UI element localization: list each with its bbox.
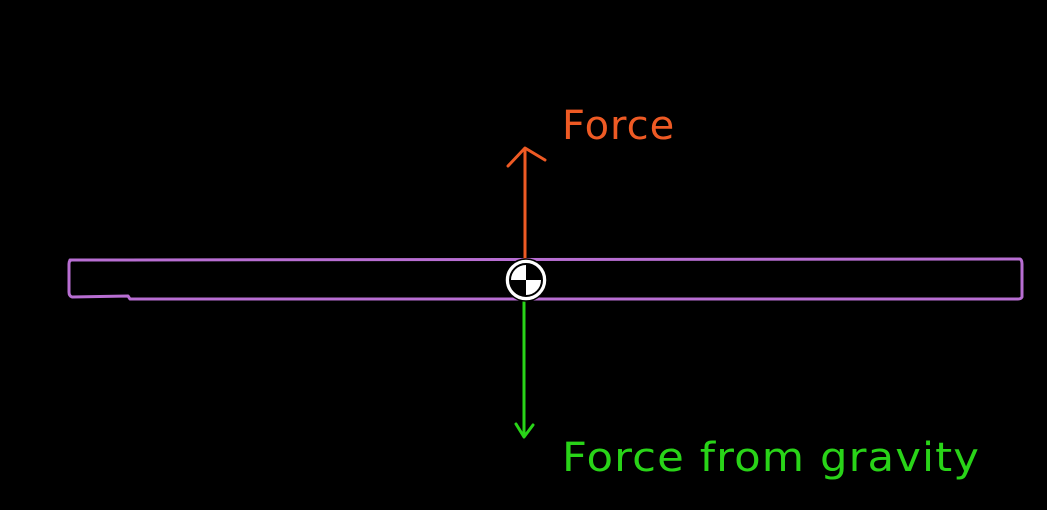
center-of-mass-ring (509, 263, 543, 297)
center-of-mass-icon (504, 258, 548, 302)
center-of-mass-quadrant-bottom-left (510, 280, 526, 296)
force-up-arrow (506, 146, 547, 260)
arrow-down-head-icon (514, 422, 535, 439)
gravity-force-label: Force from gravity (562, 435, 980, 481)
beam (67, 257, 1024, 301)
center-of-mass-quadrant-top-right (526, 264, 542, 280)
gravity-down-arrow (514, 300, 535, 439)
force-label: Force (562, 103, 675, 149)
arrow-up-head-icon (506, 146, 547, 168)
